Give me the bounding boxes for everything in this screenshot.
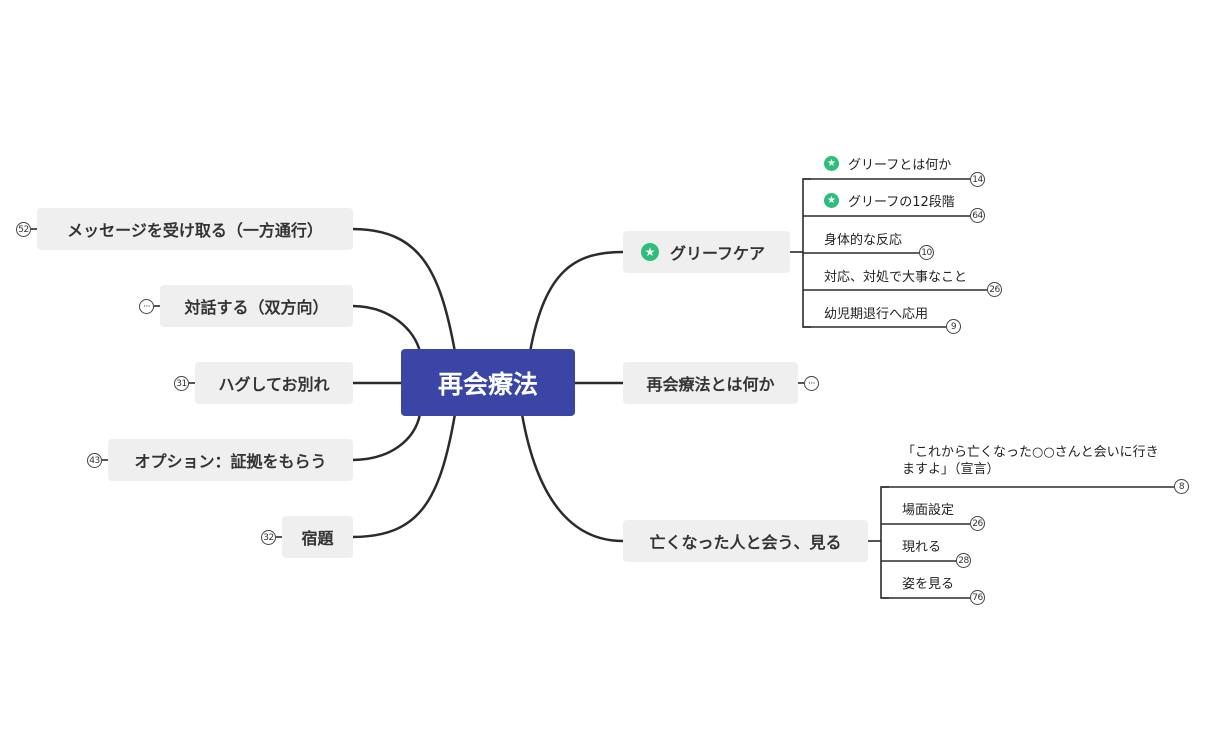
star-icon: ★ <box>641 243 659 261</box>
badge-count[interactable]: 31 <box>174 376 189 391</box>
subtopic-scene-setting[interactable]: 場面設定 <box>902 503 955 518</box>
topic-what-is-reunion[interactable]: 再会療法とは何か <box>623 362 798 404</box>
topic-option-evidence[interactable]: オプション：証拠をもらう <box>108 439 353 481</box>
badge-count[interactable]: 26 <box>987 282 1002 297</box>
topic-homework[interactable]: 宿題 <box>282 516 353 558</box>
topic-message-receive[interactable]: メッセージを受け取る（一方通行） <box>37 208 353 250</box>
subtopic-grief-12-stages[interactable]: ★グリーフの12段階 <box>824 191 955 210</box>
collapsed-more-icon[interactable]: ··· <box>804 376 819 391</box>
collapsed-more-icon[interactable]: ··· <box>139 299 154 314</box>
topic-grief-care[interactable]: ★グリーフケア <box>623 231 790 273</box>
topic-meet-deceased[interactable]: 亡くなった人と会う、見る <box>623 520 868 562</box>
star-icon: ★ <box>824 193 839 208</box>
central-topic[interactable]: 再会療法 <box>401 349 575 416</box>
subtopic-declaration[interactable]: 「これから亡くなった○○さんと会いに行きますよ」（宣言） <box>902 445 1159 477</box>
badge-count[interactable]: 9 <box>946 319 961 334</box>
badge-count[interactable]: 8 <box>1174 479 1189 494</box>
badge-count[interactable]: 52 <box>16 222 31 237</box>
badge-count[interactable]: 28 <box>956 553 971 568</box>
badge-count[interactable]: 26 <box>970 516 985 531</box>
badge-count[interactable]: 14 <box>970 172 985 187</box>
subtopic-appear[interactable]: 現れる <box>902 540 942 555</box>
star-icon: ★ <box>824 156 839 171</box>
badge-count[interactable]: 64 <box>970 208 985 223</box>
subtopic-what-is-grief[interactable]: ★グリーフとは何か <box>824 154 951 173</box>
badge-count[interactable]: 43 <box>87 453 102 468</box>
topic-dialogue[interactable]: 対話する（双方向） <box>160 285 353 327</box>
subtopic-important-response[interactable]: 対応、対処で大事なこと <box>824 270 968 285</box>
topic-hug-farewell[interactable]: ハグしてお別れ <box>195 362 353 404</box>
subtopic-physical-reaction[interactable]: 身体的な反応 <box>824 233 903 248</box>
badge-count[interactable]: 32 <box>261 530 276 545</box>
subtopic-see-figure[interactable]: 姿を見る <box>902 577 955 592</box>
badge-count[interactable]: 76 <box>970 590 985 605</box>
subtopic-regression-application[interactable]: 幼児期退行へ応用 <box>824 307 929 322</box>
badge-count[interactable]: 10 <box>919 245 934 260</box>
